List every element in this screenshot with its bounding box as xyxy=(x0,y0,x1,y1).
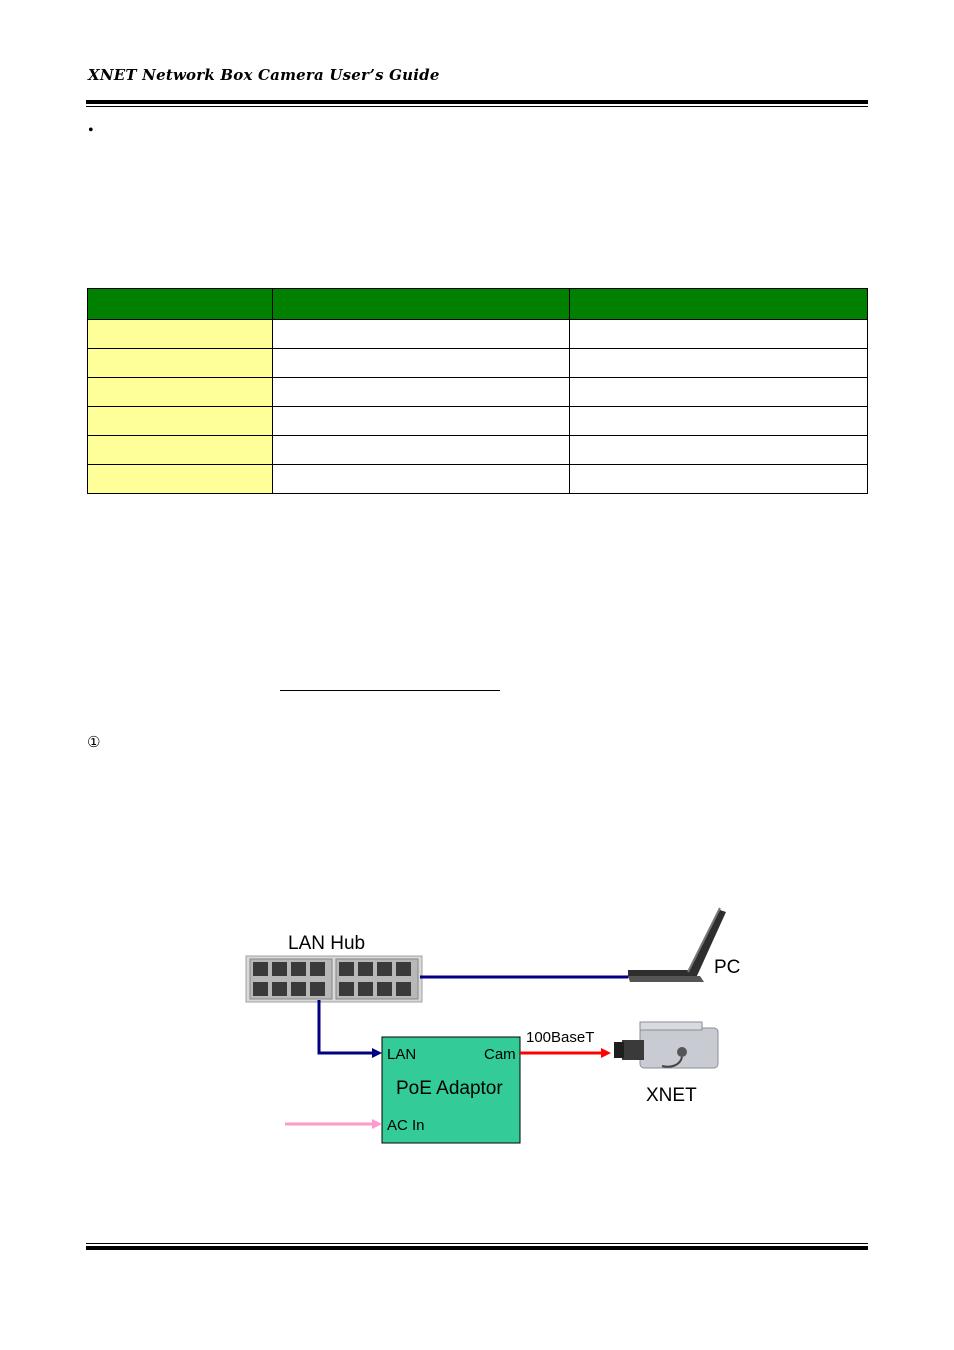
table-row xyxy=(87,348,868,378)
table-cell xyxy=(272,435,570,465)
table-cell xyxy=(272,406,570,436)
ac-in-label: AC In xyxy=(387,1117,425,1134)
footer-rule-thick xyxy=(86,1246,868,1250)
table-row xyxy=(87,377,868,407)
table-label-cell xyxy=(87,406,273,436)
table-row xyxy=(87,435,868,465)
link-speed-label: 100BaseT xyxy=(526,1029,594,1046)
poe-adaptor-box xyxy=(381,1036,521,1144)
table-cell xyxy=(272,348,570,378)
header-rule-thick xyxy=(86,100,868,104)
table-cell xyxy=(569,348,868,378)
table-cell xyxy=(272,464,570,494)
table-label-cell xyxy=(87,348,273,378)
step-marker: ① xyxy=(87,733,101,751)
camera-label: XNET xyxy=(646,1085,697,1106)
lan-hub-icon xyxy=(245,955,423,1003)
cam-arrowhead xyxy=(601,1048,611,1058)
table-label-cell xyxy=(87,377,273,407)
poe-adaptor-label: PoE Adaptor xyxy=(396,1078,503,1099)
footer-rule-thin xyxy=(86,1243,868,1244)
header-rule-thin xyxy=(86,106,868,107)
hub-to-adaptor-line xyxy=(317,1000,374,1055)
spec-table xyxy=(87,288,868,494)
pc-label: PC xyxy=(714,957,740,978)
page-header-title: XNET Network Box Camera User’s Guide xyxy=(88,66,440,84)
camera-icon xyxy=(614,1021,719,1069)
table-row xyxy=(87,319,868,349)
table-label-cell xyxy=(87,319,273,349)
lan-arrowhead xyxy=(372,1048,382,1058)
lan-hub-label: LAN Hub xyxy=(288,933,365,954)
underlined-link-placeholder[interactable] xyxy=(280,690,500,691)
laptop-icon xyxy=(628,907,726,982)
table-cell xyxy=(569,377,868,407)
table-header-cell xyxy=(87,288,273,320)
table-cell xyxy=(272,319,570,349)
table-cell xyxy=(569,406,868,436)
cam-port-label: Cam xyxy=(484,1046,516,1063)
bullet-marker: • xyxy=(88,122,94,139)
table-header-cell xyxy=(569,288,868,320)
ac-arrowhead xyxy=(372,1119,382,1129)
table-label-cell xyxy=(87,435,273,465)
table-header-row xyxy=(87,288,868,320)
table-label-cell xyxy=(87,464,273,494)
table-cell xyxy=(569,435,868,465)
connection-diagram: LAN Hub PC LAN Cam PoE Adaptor AC In xyxy=(245,907,740,1144)
table-header-cell xyxy=(272,288,570,320)
table-cell xyxy=(569,319,868,349)
table-cell xyxy=(272,377,570,407)
table-cell xyxy=(569,464,868,494)
table-row xyxy=(87,406,868,436)
lan-port-label: LAN xyxy=(387,1046,416,1063)
table-row xyxy=(87,464,868,494)
